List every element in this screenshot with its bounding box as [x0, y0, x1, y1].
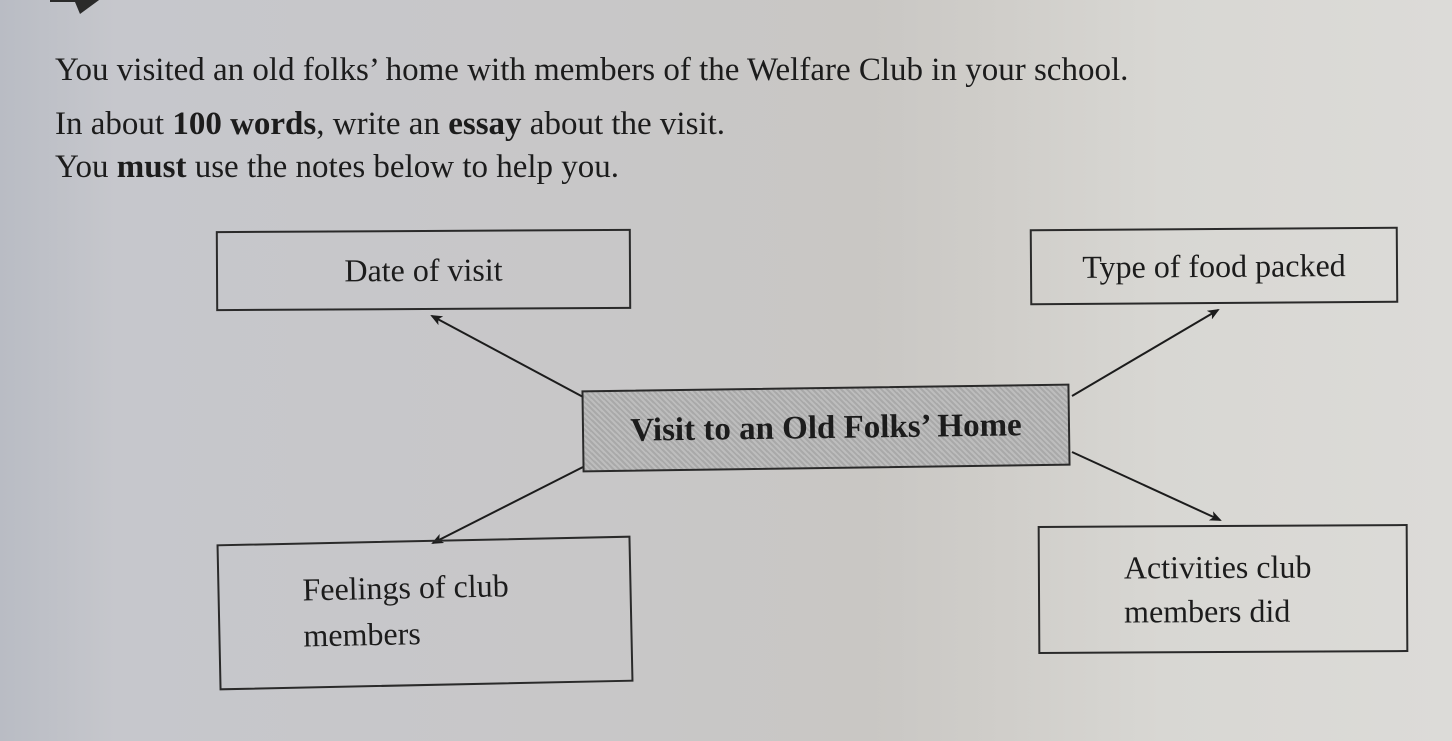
node-activities: Activities club members did	[1037, 524, 1409, 654]
must-emphasis: must	[116, 149, 187, 185]
arrow-to-food	[1071, 308, 1220, 397]
node-type-of-food: Type of food packed	[1029, 226, 1399, 306]
node-label-line-2: members did	[1124, 592, 1291, 630]
node-label-line-2: members	[303, 615, 422, 654]
section-arrow-icon	[50, 0, 100, 14]
instruction-line-1: You visited an old folks’ home with memb…	[55, 52, 1129, 88]
node-label: Date of visit	[344, 251, 503, 288]
central-topic-label: Visit to an Old Folks’ Home	[630, 406, 1022, 449]
arrow-to-activities	[1071, 451, 1222, 521]
instruction-text: You	[55, 149, 117, 185]
node-date-of-visit: Date of visit	[215, 228, 632, 312]
node-label-line-1: Feelings of club	[302, 567, 510, 608]
instruction-text: , write an	[316, 106, 449, 142]
instruction-text: In about	[55, 106, 173, 142]
instruction-text: use the notes below to help you.	[186, 149, 620, 185]
essay-emphasis: essay	[448, 106, 522, 142]
instruction-line-2: In about 100 words, write an essay about…	[55, 106, 725, 143]
instruction-text: about the visit.	[521, 106, 726, 142]
node-label: Type of food packed	[1082, 246, 1346, 285]
arrow-to-feelings	[431, 465, 586, 544]
node-feelings: Feelings of club members	[216, 535, 634, 691]
instruction-line-3: You must use the notes below to help you…	[55, 149, 619, 186]
word-count-emphasis: 100 words	[172, 106, 317, 142]
arrow-to-date	[430, 315, 586, 399]
node-label-line-1: Activities club	[1123, 548, 1312, 586]
central-topic: Visit to an Old Folks’ Home	[581, 383, 1071, 473]
